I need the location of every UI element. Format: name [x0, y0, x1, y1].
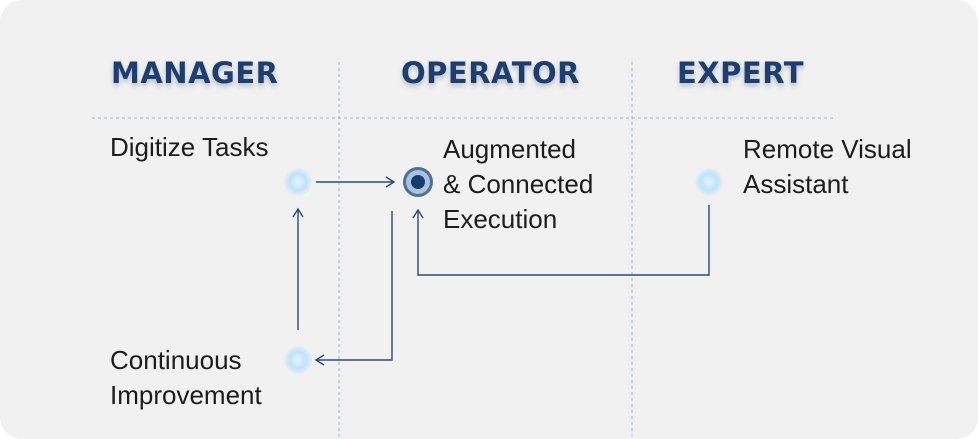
node-label-augmented: Augmented & Connected Execution: [443, 134, 594, 234]
arrow-left-icon: [314, 354, 325, 366]
node-remote-circle-icon[interactable]: [695, 168, 723, 196]
connector-augmented-to-continuous: [314, 211, 393, 366]
arrow-up-icon: [412, 208, 424, 219]
connector-remote-to-augmented: [412, 205, 710, 276]
node-continuous-circle-icon[interactable]: [284, 346, 312, 374]
column-heading-operator: OPERATOR: [401, 56, 581, 90]
node-label-remote: Remote Visual Assistant: [743, 134, 912, 199]
column-heading-expert: EXPERT: [677, 56, 805, 90]
node-label-continuous: Continuous Improvement: [110, 345, 262, 410]
node-augmented-circle-icon[interactable]: [403, 167, 433, 197]
column-heading-manager: MANAGER: [111, 56, 279, 90]
node-digitize-circle-icon[interactable]: [284, 168, 312, 196]
connector-continuous-to-digitize: [292, 207, 304, 330]
connector-digitize-to-augmented: [316, 176, 396, 188]
arrow-up-icon: [292, 207, 304, 218]
arrow-right-icon: [385, 176, 396, 188]
node-label-digitize: Digitize Tasks: [110, 132, 269, 162]
